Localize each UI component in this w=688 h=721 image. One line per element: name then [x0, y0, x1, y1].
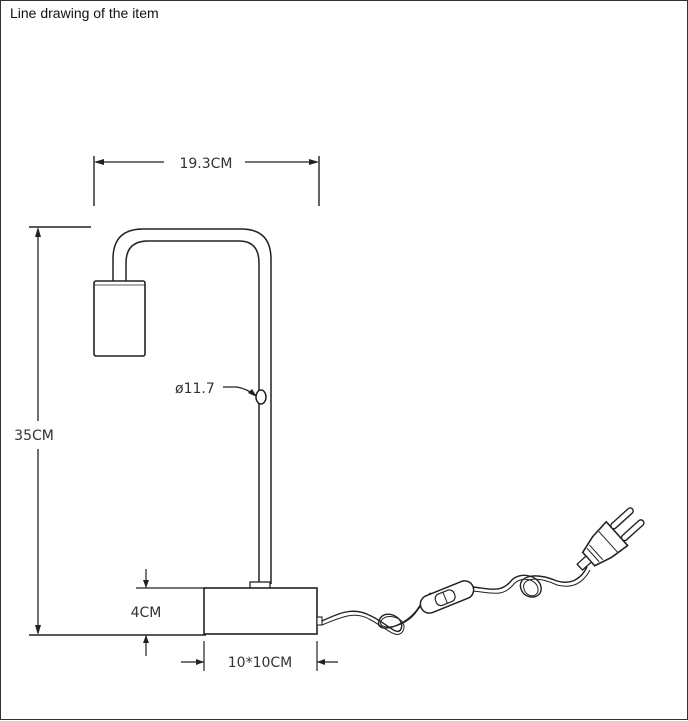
power-cord	[321, 592, 432, 635]
plug-icon	[576, 507, 645, 571]
width-label: 19.3CM	[179, 156, 232, 172]
diameter-label: ø11.7	[175, 381, 215, 397]
base-height-label: 4CM	[131, 605, 162, 621]
diameter-callout: ø11.7	[175, 381, 267, 405]
power-cord-rear	[472, 566, 591, 598]
page-caption: Line drawing of the item	[10, 5, 159, 21]
lamp-arm	[112, 228, 272, 590]
inline-switch	[419, 580, 475, 614]
height-dimension: 35CM	[14, 226, 206, 636]
lamp-base	[203, 587, 323, 635]
height-label: 35CM	[14, 428, 54, 444]
width-dimension: 19.3CM	[93, 156, 320, 206]
lamp-holder	[93, 280, 146, 357]
base-height-dimension: 4CM	[131, 569, 206, 656]
base-size-dimension: 10*10CM	[181, 641, 338, 671]
base-size-label: 10*10CM	[228, 655, 292, 671]
